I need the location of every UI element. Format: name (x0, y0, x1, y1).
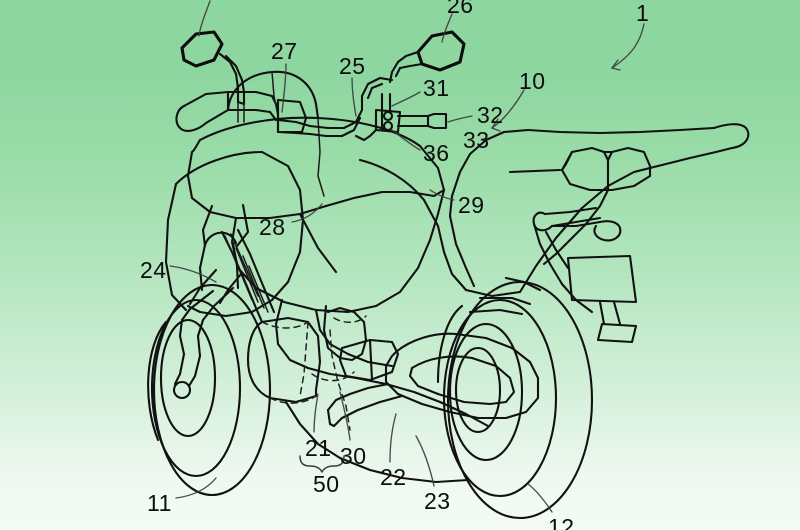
brake-unit-group (311, 304, 400, 431)
left-mirror-group (180, 0, 246, 123)
reference-numeral-25: 25 (339, 53, 366, 79)
rear-cowl-group (448, 123, 750, 294)
sensor-unit-group (354, 92, 448, 142)
reference-numeral-10: 10 (519, 68, 546, 94)
reference-numeral-26: 26 (447, 0, 474, 18)
reference-numeral-23: 23 (424, 488, 451, 514)
meter-cluster-group (226, 70, 320, 134)
front-cowl-group (164, 150, 305, 324)
reference-numeral-1: 1 (636, 0, 650, 26)
lower-frame-group (284, 400, 470, 484)
reference-numeral-28: 28 (259, 214, 286, 240)
front-wheel-group (147, 283, 272, 497)
reference-numeral-36: 36 (423, 140, 450, 166)
reference-numeral-22: 22 (380, 464, 407, 490)
reference-numeral-33: 33 (463, 127, 490, 153)
swingarm-exhaust-group (326, 332, 540, 428)
reference-numeral-24: 24 (140, 257, 167, 283)
reference-numeral-32: 32 (477, 102, 504, 128)
reference-numeral-11: 11 (147, 490, 172, 516)
reference-numeral-30: 30 (340, 443, 367, 469)
rear-wheel-group (436, 280, 594, 520)
reference-numeral-27: 27 (271, 38, 298, 64)
tank-shoulder-group (358, 158, 522, 308)
handlebar-group (175, 76, 394, 138)
right-mirror-group (388, 30, 466, 84)
reference-numeral-12: 12 (548, 514, 575, 530)
leader-lines (169, 13, 645, 513)
reference-numeral-29: 29 (458, 192, 485, 218)
reference-numeral-21: 21 (305, 435, 332, 461)
reference-numeral-50: 50 (313, 471, 340, 497)
reference-numeral-31: 31 (423, 75, 450, 101)
front-fork-group (172, 203, 250, 400)
rear-subframe-group (504, 206, 638, 344)
